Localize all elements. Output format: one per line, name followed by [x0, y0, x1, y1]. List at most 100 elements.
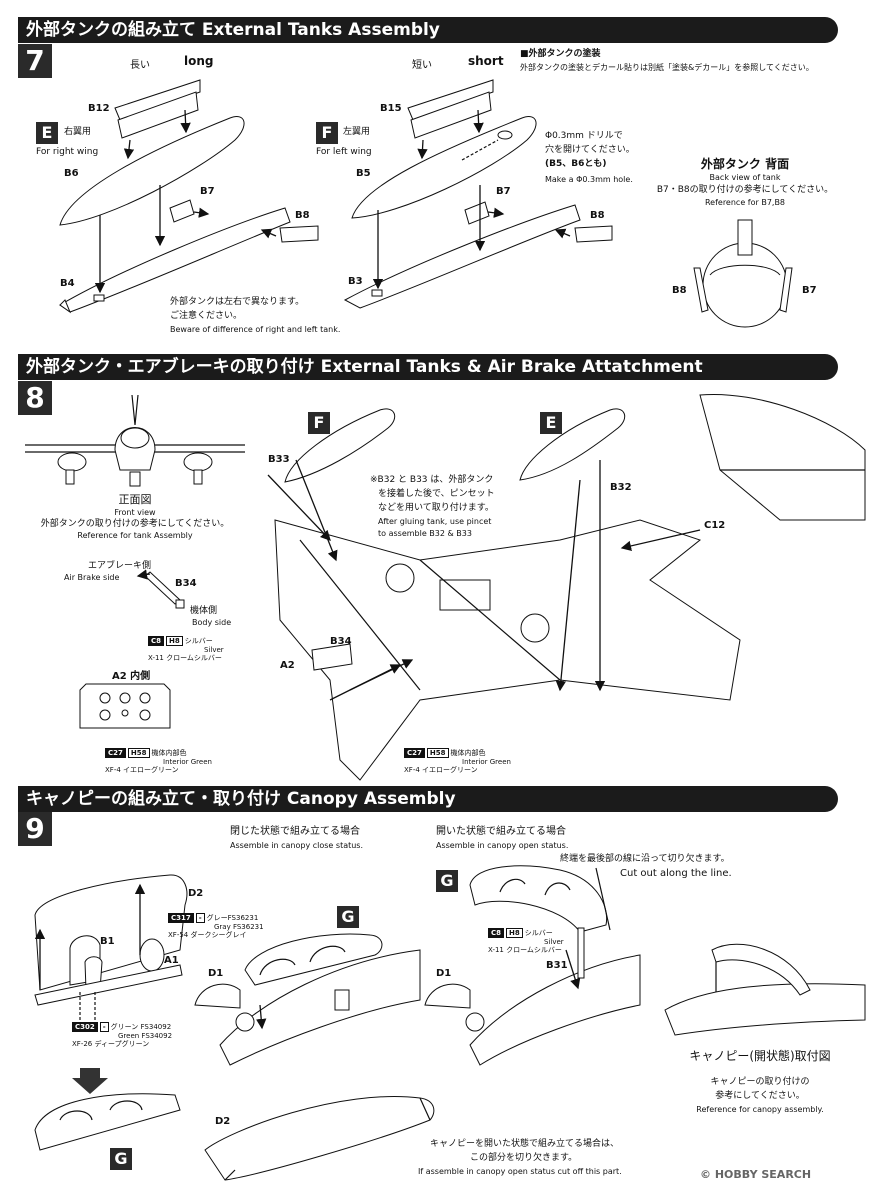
- canopy-d2-large-drawing: [204, 1096, 435, 1181]
- part-d2: D2: [188, 888, 204, 899]
- open-view-ref-jp-2: 参考にしてください。: [715, 1091, 805, 1101]
- canopy-parts-drawing: [34, 874, 188, 1151]
- front-view-en: Front view: [114, 508, 156, 517]
- paint-callout-c317: C317-グレーFS36231 Gray FS36231 XF-54 ダークシー…: [168, 913, 264, 939]
- drill-note-en: Make a Φ0.3mm hole.: [545, 175, 633, 184]
- airbrake-side-jp: エアブレーキ側: [88, 561, 152, 571]
- warning-jp-1: 外部タンクは左右で異なります。: [170, 297, 305, 307]
- badge-f: F: [316, 122, 338, 144]
- open-status-en: Assemble in canopy open status.: [436, 841, 569, 850]
- part-b33: B33: [268, 454, 290, 465]
- step-number-9: 9: [18, 812, 52, 846]
- long-label-en: long: [184, 54, 214, 68]
- step-number-8: 8: [18, 381, 52, 415]
- body-side-en: Body side: [192, 618, 232, 627]
- note-b32-b33-jp-3: などを用いて取り付けます。: [378, 503, 494, 513]
- cutoff-note-jp-2: この部分を切り欠きます。: [470, 1153, 578, 1163]
- note-b32-b33-en-2: to assemble B32 & B33: [378, 529, 472, 538]
- long-label-jp: 長い: [130, 60, 150, 71]
- paint-h-code: H58: [426, 748, 449, 758]
- front-view-ref-en: Reference for tank Assembly: [77, 531, 193, 540]
- paint-h-code: -: [195, 913, 205, 923]
- paint-code: C8: [148, 636, 165, 646]
- step-number-7: 7: [18, 44, 52, 78]
- part-b34-detail: B34: [175, 578, 197, 589]
- b34-detail-drawing: [136, 569, 185, 609]
- aircraft-main-drawing: [267, 393, 866, 781]
- front-view-drawing: [25, 394, 245, 487]
- part-c12: C12: [704, 520, 726, 531]
- part-d1-closed: D1: [208, 968, 224, 979]
- cutoff-note-en: If assemble in canopy open status cut of…: [418, 1167, 622, 1176]
- cutoff-note-jp-1: キャノピーを開いた状態で組み立てる場合は、: [430, 1139, 620, 1149]
- paint-name-jp: 機体内部色: [450, 749, 486, 757]
- closed-status-jp: 閉じた状態で組み立てる場合: [230, 826, 360, 837]
- warning-jp-2: ご注意ください。: [170, 311, 243, 321]
- part-a1: A1: [164, 955, 179, 966]
- back-part-b7: B7: [802, 285, 817, 296]
- paint-x-code: X-11 クロームシルバー: [148, 654, 222, 662]
- part-d2-large: D2: [215, 1116, 231, 1127]
- paint-code: C27: [404, 748, 425, 758]
- back-view-title-jp: 外部タンク 背面: [700, 157, 790, 171]
- part-a2: A2: [280, 660, 295, 671]
- right-wing-jp: 右翼用: [64, 127, 92, 137]
- cut-line-jp: 終端を最後部の線に沿って切り欠きます。: [560, 854, 730, 864]
- front-view-jp: 正面図: [118, 493, 152, 506]
- part-b31: B31: [546, 960, 568, 971]
- watermark-brand: HOBBY SEARCH: [714, 1168, 812, 1181]
- paint-x-code: XF-4 イエローグリーン: [404, 766, 478, 774]
- paint-name-jp: シルバー: [184, 637, 213, 645]
- tank-f-drawing: [343, 79, 613, 309]
- badge-g-open: G: [436, 870, 458, 892]
- paint-name-en: Interior Green: [462, 758, 511, 766]
- open-view-title: キャノピー(開状態)取付図: [689, 1049, 831, 1063]
- closed-status-en: Assemble in canopy close status.: [230, 841, 364, 850]
- paint-code: C27: [105, 748, 126, 758]
- paint-name-en: Silver: [544, 938, 564, 946]
- open-status-jp: 開いた状態で組み立てる場合: [436, 826, 566, 837]
- badge-e-tank: E: [540, 412, 562, 434]
- section-7-title-bar: 外部タンクの組み立て External Tanks Assembly: [18, 17, 838, 43]
- tank-back-view-drawing: [693, 219, 793, 328]
- tank-e-drawing: [59, 79, 319, 314]
- paint-name-en: Interior Green: [163, 758, 212, 766]
- back-view-ref-jp: B7・B8の取り付けの参考にしてください。: [656, 185, 834, 195]
- part-d1-open: D1: [436, 968, 452, 979]
- open-view-ref-jp-1: キャノピーの取り付けの: [710, 1077, 810, 1087]
- warning-en: Beware of difference of right and left t…: [170, 325, 341, 334]
- right-wing-en: For right wing: [36, 147, 99, 157]
- paint-name-en: Gray FS36231: [214, 923, 264, 931]
- part-b7-right: B7: [496, 186, 511, 197]
- note-b32-b33-jp-1: ※B32 と B33 は、外部タンク: [370, 475, 494, 485]
- paint-code: C317: [168, 913, 194, 923]
- left-wing-jp: 左翼用: [343, 127, 371, 137]
- canopy-closed-drawing: [194, 933, 421, 1066]
- paint-x-code: X-11 クロームシルバー: [488, 946, 562, 954]
- a2-inner-label: A2 内側: [112, 671, 151, 682]
- watermark: © HOBBY SEARCH: [700, 1168, 811, 1181]
- section-8-title-bar: 外部タンク・エアブレーキの取り付け External Tanks & Air B…: [18, 354, 838, 380]
- front-view-ref-jp: 外部タンクの取り付けの参考にしてください。: [40, 519, 230, 529]
- paint-h-code: H8: [166, 636, 183, 646]
- paint-callout-c302: C302-グリーン FS34092 Green FS34092 XF-26 ディ…: [72, 1022, 172, 1048]
- paint-x-code: XF-54 ダークシーグレイ: [168, 931, 247, 939]
- airbrake-side-en: Air Brake side: [64, 573, 120, 582]
- badge-g-assembled: G: [110, 1148, 132, 1170]
- part-b1: B1: [100, 936, 115, 947]
- copyright-mark: ©: [700, 1168, 711, 1181]
- canopy-open-reference-drawing: [664, 943, 866, 1036]
- section-9-title-bar: キャノピーの組み立て・取り付け Canopy Assembly: [18, 786, 838, 812]
- part-b15: B15: [380, 103, 402, 114]
- paint-code: C302: [72, 1022, 98, 1032]
- paint-x-code: XF-4 イエローグリーン: [105, 766, 179, 774]
- body-side-jp: 機体側: [190, 606, 218, 616]
- a2-inner-drawing: [79, 683, 171, 729]
- paint-name-en: Silver: [204, 646, 224, 654]
- part-b7-left: B7: [200, 186, 215, 197]
- badge-g-closed: G: [337, 906, 359, 928]
- short-label-en: short: [468, 54, 504, 68]
